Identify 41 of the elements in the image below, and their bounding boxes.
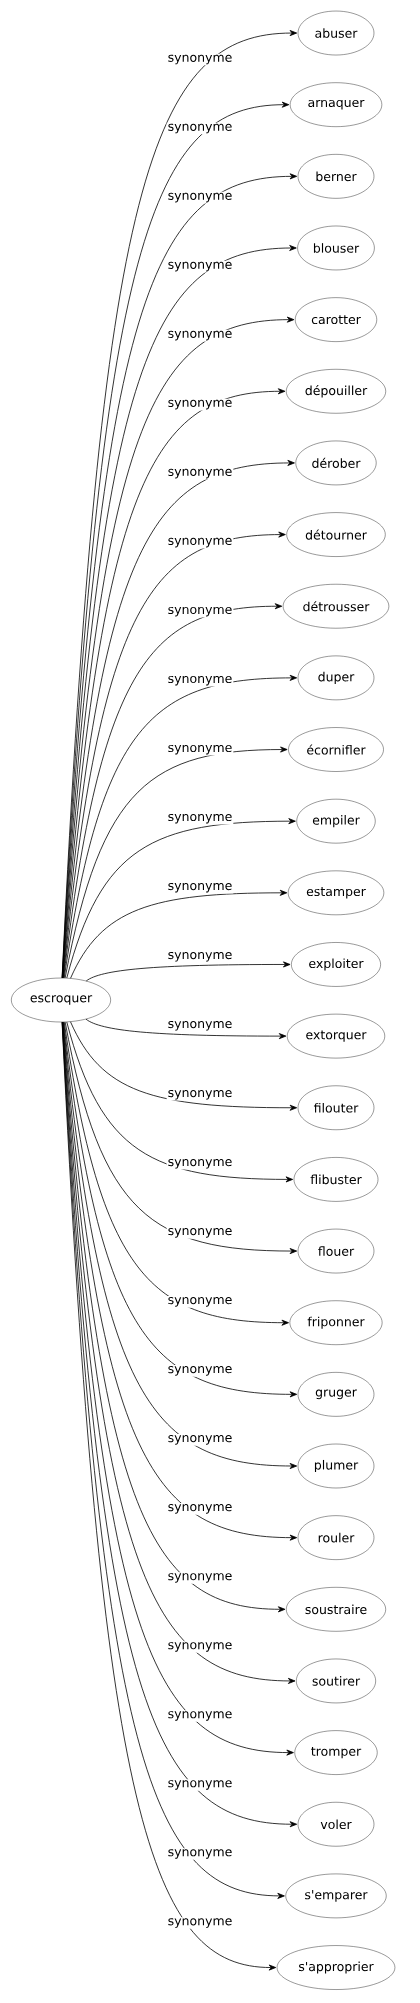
arrow (63, 603, 283, 979)
edge-label: synonyme (166, 1227, 234, 1239)
arrow (85, 1018, 287, 1040)
edge-label: synonyme (166, 950, 234, 963)
edge-label: synonyme (166, 1365, 234, 1377)
edge-label: synonyme (166, 1572, 234, 1584)
edge-label: synonyme (166, 1089, 234, 1101)
edge-label: synonyme (166, 467, 234, 480)
edge-label: synonyme (166, 329, 234, 342)
arrow (63, 1021, 298, 1398)
arrow (64, 746, 288, 979)
arrow (70, 889, 288, 979)
edge-label: synonyme (166, 743, 234, 756)
arrow (66, 818, 296, 979)
arrow (62, 459, 295, 979)
edge-label: synonyme (166, 605, 234, 618)
arrow (70, 1021, 298, 1111)
edge-label: synonyme (166, 812, 234, 825)
edge-label: synonyme (166, 881, 234, 894)
edge-label: synonyme (166, 1779, 234, 1791)
arrow (85, 961, 291, 982)
edge-label: synonyme (166, 260, 234, 273)
arrow (63, 674, 298, 979)
edge-label: synonyme (166, 1020, 234, 1032)
edge-label: synonyme (166, 674, 234, 687)
edge-label: synonyme (166, 53, 234, 66)
edge-label: synonyme (166, 1503, 234, 1515)
edge-label: synonyme (166, 191, 234, 204)
edge-label: synonyme (166, 1641, 234, 1653)
edge-label: synonyme (166, 536, 234, 549)
edge-label: synonyme (166, 1434, 234, 1446)
arrow (63, 1021, 289, 1326)
edge-label: synonyme (166, 1296, 234, 1308)
edge-label: synonyme (166, 122, 234, 135)
edge-label: synonyme (166, 1710, 234, 1722)
edge-label: synonyme (166, 1848, 234, 1860)
edge-label: synonyme (166, 398, 234, 411)
arrow (66, 1021, 294, 1183)
edge-label: synonyme (166, 1917, 234, 1929)
edge-label: synonyme (166, 1158, 234, 1170)
arrow (64, 1021, 298, 1255)
